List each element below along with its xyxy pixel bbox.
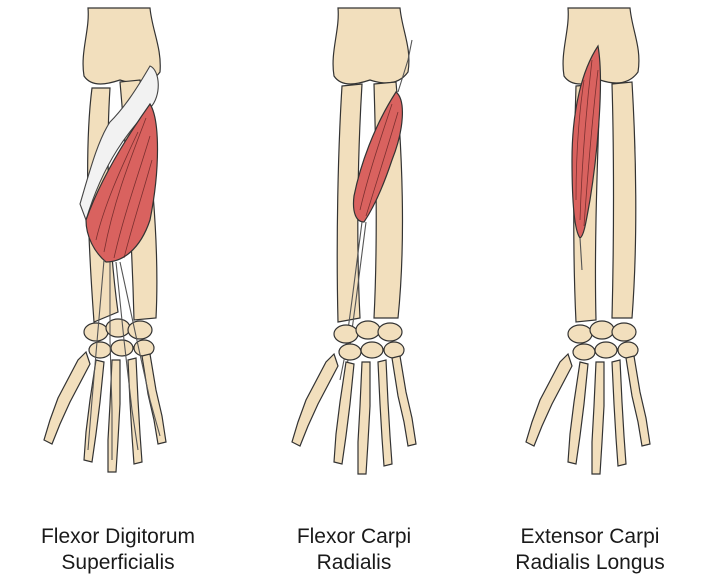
panel-extensor-carpi-radialis-longus: Extensor Carpi Radialis Longus: [472, 0, 708, 578]
caption-line-2: Radialis: [236, 550, 472, 576]
forearm-illustration-2: [236, 0, 472, 520]
caption-line-1: Flexor Digitorum: [0, 524, 236, 550]
caption-line-2: Superficialis: [0, 550, 236, 576]
caption-line-1: Extensor Carpi: [472, 524, 708, 550]
panel-flexor-digitorum-superficialis: Flexor Digitorum Superficialis: [0, 0, 236, 578]
hand-bones: [292, 354, 416, 474]
caption-line-2: Radialis Longus: [472, 550, 708, 576]
humerus-distal: [563, 8, 639, 84]
forearm-illustration-1: [0, 0, 236, 520]
hand-bones: [526, 354, 650, 474]
caption-line-1: Flexor Carpi: [236, 524, 472, 550]
forearm-illustration-3: [472, 0, 708, 520]
carpal-bones: [334, 321, 404, 360]
hand-bones: [44, 352, 166, 472]
carpal-bones: [568, 321, 638, 360]
panel-flexor-carpi-radialis: Flexor Carpi Radialis: [236, 0, 472, 578]
humerus-distal: [333, 8, 409, 84]
ulna-bone: [612, 82, 636, 318]
carpal-bones: [84, 319, 154, 358]
